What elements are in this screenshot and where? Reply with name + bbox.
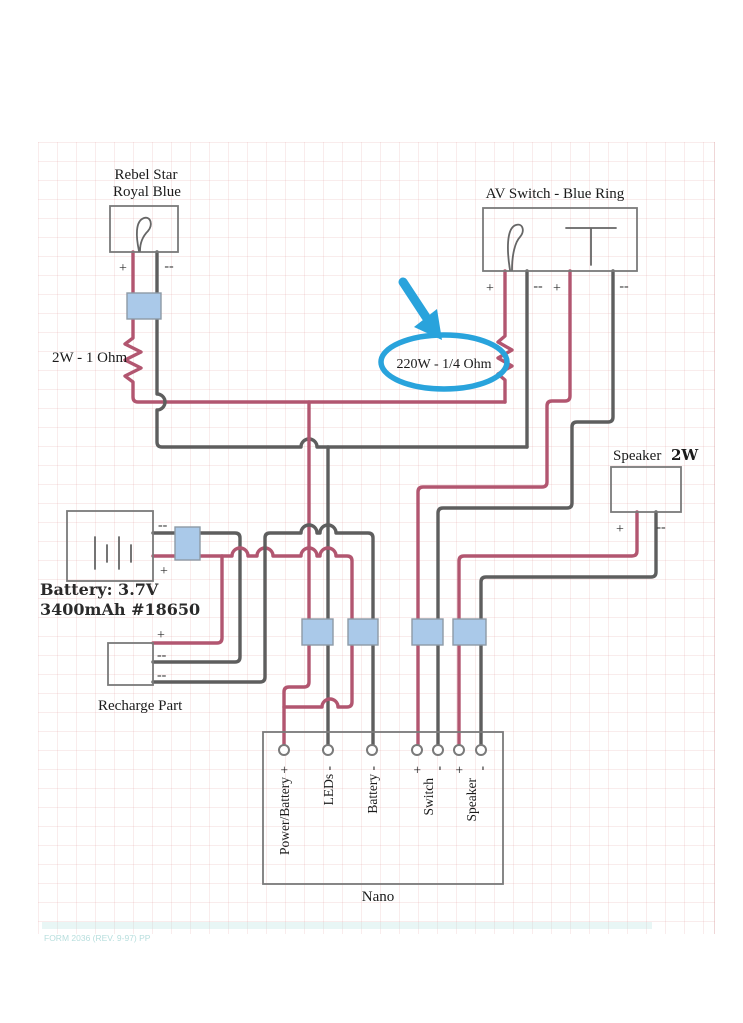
rebel-led-box <box>109 205 179 253</box>
wire-speaker-negative <box>479 510 658 747</box>
wire-switch-positive <box>416 269 572 747</box>
nano-pin-sign-speaker-minus: - <box>474 766 489 771</box>
wire-switch-negative <box>436 269 615 747</box>
nano-pin-speaker-minus <box>475 744 487 756</box>
speaker-power-label: 2W <box>671 446 699 464</box>
rebel-title-line2: Royal Blue <box>113 184 181 200</box>
nano-pin-sign-switch-plus: + <box>410 766 425 774</box>
connector-block-led <box>126 292 162 320</box>
wire-speaker-positive <box>457 510 639 747</box>
nano-pin-label-power: Power/Battery + <box>277 766 292 855</box>
nano-pin-label-leds: LEDs - <box>321 766 336 806</box>
recharge-minus1-sign: -- <box>157 648 167 663</box>
nano-group-label-speaker: Speaker <box>464 778 479 822</box>
wire-switch-led-positive <box>496 269 514 404</box>
highlight-oval <box>378 332 510 392</box>
connector-block-power <box>301 618 334 646</box>
nano-pin-sign-switch-minus: - <box>431 766 446 771</box>
battery-label-line2: 3400mAh #18650 <box>40 600 200 619</box>
wire-led-positive <box>123 250 507 404</box>
nano-label: Nano <box>362 889 395 905</box>
graph-paper-grid <box>38 142 715 934</box>
av-led-minus-sign: -- <box>533 279 543 294</box>
speaker-minus-sign: -- <box>656 520 666 535</box>
rebel-plus-sign: + <box>119 261 127 276</box>
recharge-plus-sign: + <box>157 628 165 643</box>
wire-battery-negative <box>151 531 242 664</box>
battery-box <box>66 510 154 582</box>
battery-cell-symbol <box>94 536 132 570</box>
rebel-led-symbol <box>135 216 152 252</box>
av-switch-title: AV Switch - Blue Ring <box>486 186 625 202</box>
nano-pin-sign-speaker-plus: + <box>452 766 467 774</box>
connector-block-speaker <box>452 618 487 646</box>
footer-band <box>42 922 652 929</box>
rebel-minus-sign: -- <box>164 259 174 274</box>
speaker-plus-sign: + <box>616 522 624 537</box>
resistor-highlighted-label: 220W - 1/4 Ohm <box>396 357 491 372</box>
resistor-left-label: 2W - 1 Ohm <box>52 350 127 366</box>
battery-minus-sign: -- <box>158 518 168 533</box>
highlight-arrow-icon <box>398 277 431 322</box>
connector-block-switch <box>411 618 444 646</box>
wire-recharge-negative2 <box>151 523 375 747</box>
rebel-title-line1: Rebel Star <box>115 167 178 183</box>
connector-block-battery <box>174 526 201 561</box>
nano-pin-label-battery: Battery - <box>365 765 380 813</box>
nano-pin-switch-minus <box>432 744 444 756</box>
av-switch-box <box>482 207 638 272</box>
battery-label-line1: Battery: 3.7V <box>40 580 159 599</box>
av-sw-plus-sign: + <box>553 281 561 296</box>
connector-block-batt-pins <box>347 618 379 646</box>
speaker-box <box>610 466 682 513</box>
av-sw-minus-sign: -- <box>619 279 629 294</box>
battery-plus-sign: + <box>160 564 168 579</box>
wire-battery-positive <box>151 546 354 709</box>
highlight-arrowhead-icon <box>414 309 442 340</box>
recharge-minus2-sign: -- <box>157 668 167 683</box>
av-led-plus-sign: + <box>486 281 494 296</box>
nano-pin-leds <box>322 744 334 756</box>
av-led-symbol <box>507 223 524 271</box>
speaker-title: Speaker <box>613 448 661 464</box>
nano-pin-switch-plus <box>411 744 423 756</box>
wire-led-negative <box>155 250 529 449</box>
nano-box <box>262 731 504 885</box>
nano-pin-power <box>278 744 290 756</box>
nano-pin-speaker-plus <box>453 744 465 756</box>
nano-group-label-switch: Switch <box>421 778 436 816</box>
recharge-label: Recharge Part <box>98 698 183 714</box>
av-switch-symbol <box>565 227 617 266</box>
wire-recharge-positive <box>151 554 224 645</box>
nano-pin-battery <box>366 744 378 756</box>
wire-center-red <box>282 400 311 747</box>
footer-form-text: FORM 2036 (REV. 9-97) PP <box>44 933 151 943</box>
recharge-box <box>107 642 154 686</box>
